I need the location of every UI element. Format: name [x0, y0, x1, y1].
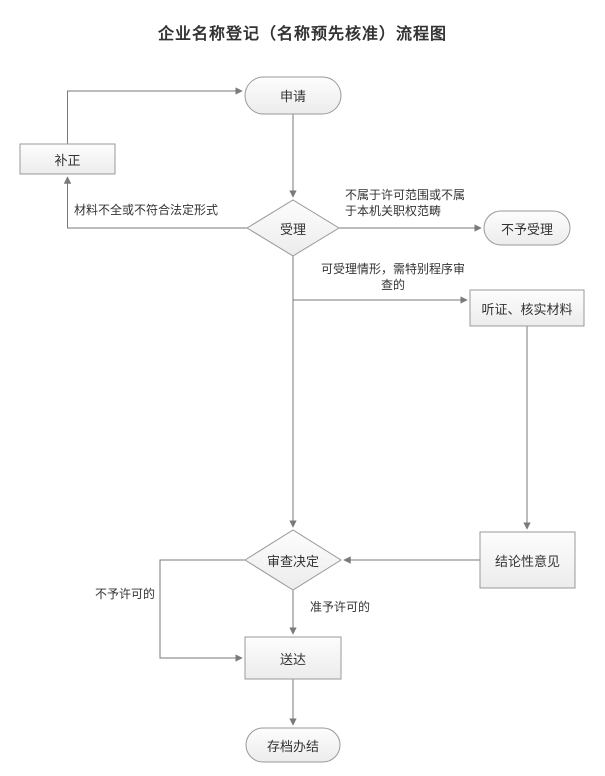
node-review-shape [244, 529, 342, 591]
edge-label-not-permitted: 不予许可的 [95, 587, 156, 601]
edge-label-out-of-scope: 不属于许可范围或不属于本机关职权范畴 [345, 188, 466, 218]
edge-correction-to-apply [67, 87, 243, 144]
edge-label-permitted: 准予许可的 [310, 600, 371, 614]
node-conclusion-shape [479, 531, 576, 589]
edge-label-incomplete: 材料不全或不符合法定形式 [74, 203, 219, 217]
node-archive-shape [245, 727, 341, 763]
node-correction-shape [19, 143, 116, 175]
edge-review-loop-to-delivery [159, 559, 245, 662]
node-apply-shape [244, 76, 342, 115]
page-title: 企业名称登记（名称预先核准）流程图 [157, 26, 447, 43]
edge-label-special-procedure: 可受理情形，需特别程序审查的 [320, 262, 465, 292]
node-acceptance-shape [246, 199, 340, 257]
node-hearing-shape [469, 289, 585, 327]
node-reject-shape [483, 210, 571, 246]
edge-acceptance-to-correction [63, 176, 247, 229]
node-delivery-shape [244, 636, 342, 680]
